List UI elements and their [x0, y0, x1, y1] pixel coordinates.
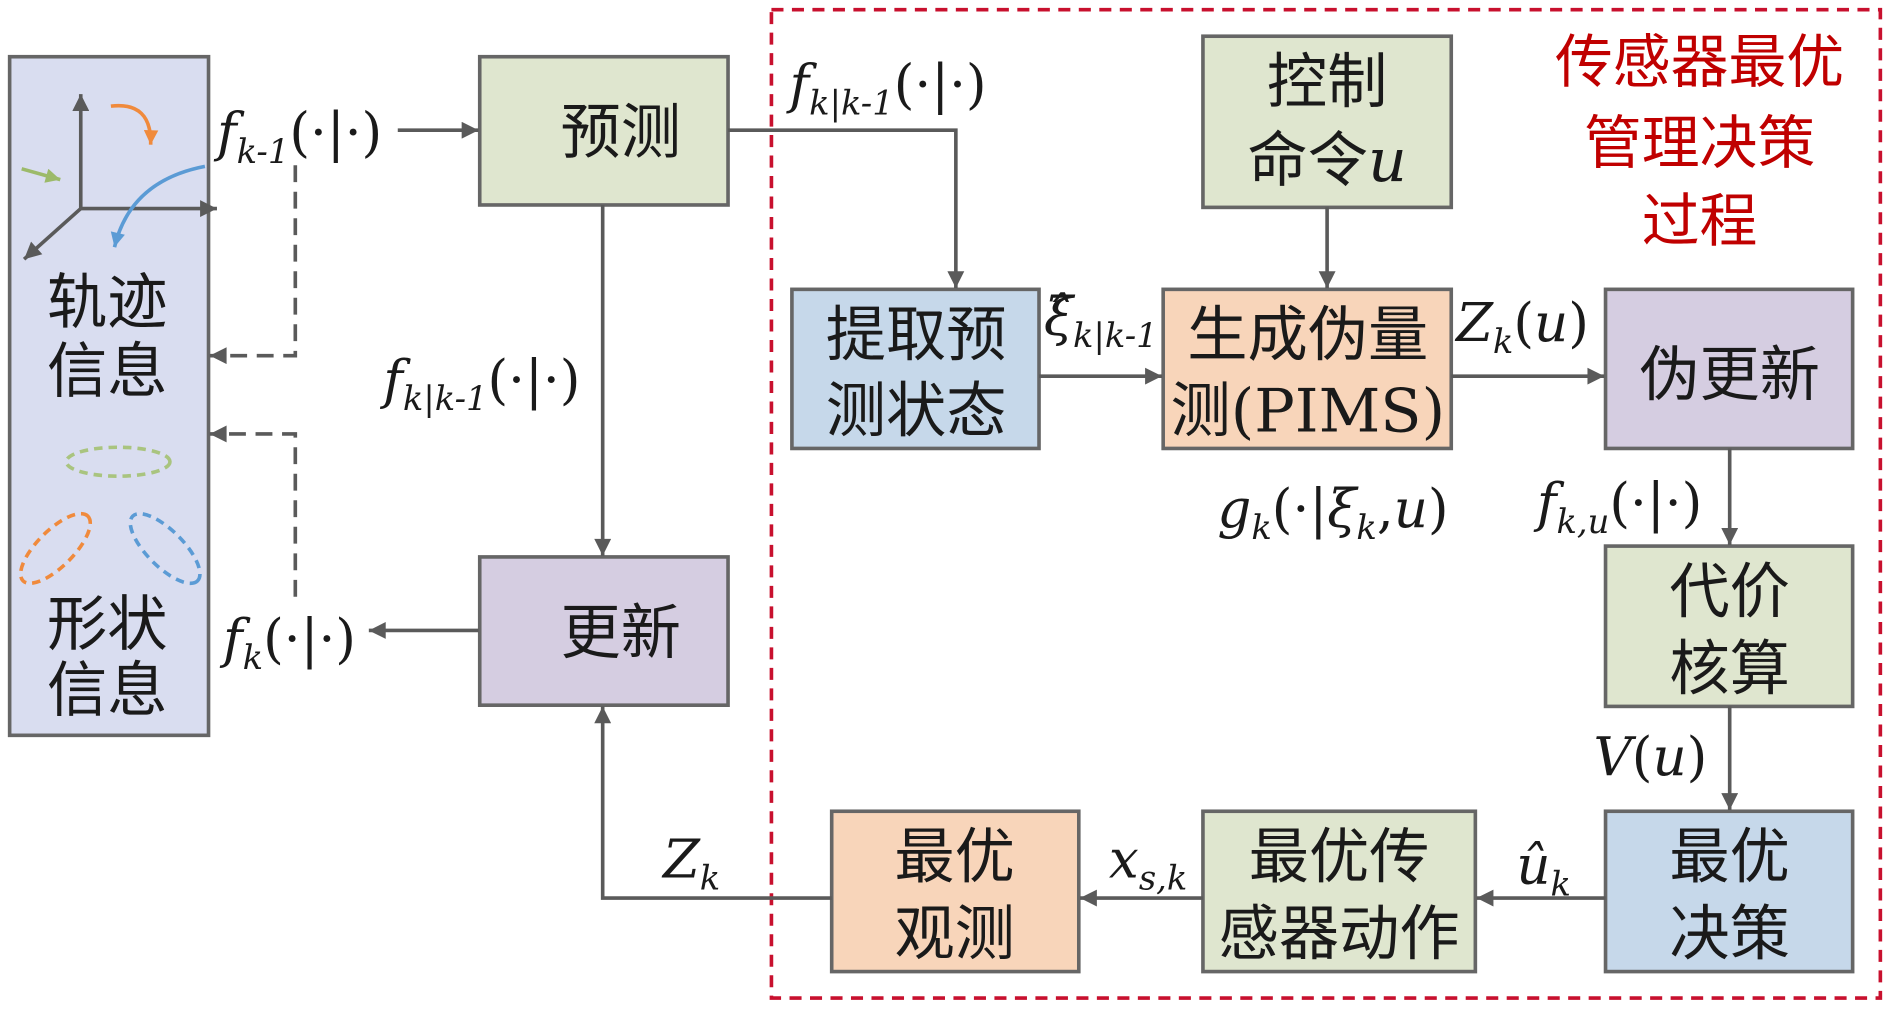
label-f-pred-top: fk|k-1(·|·) [786, 54, 987, 123]
label-f-pred-mid: fk|k-1(·|·) [379, 349, 580, 418]
pims-box [1161, 287, 1454, 451]
update-box [477, 555, 730, 707]
label-part: ( [1632, 726, 1653, 788]
pims-line2: 测(PIMS) [1171, 377, 1446, 447]
label-g-likelihood: gk(·|ξk,u) [1217, 478, 1448, 547]
label-part: g [1217, 478, 1251, 540]
label-part: Z [1454, 292, 1494, 354]
cost-line2: 核算 [1669, 635, 1790, 705]
cost-box [1603, 544, 1855, 709]
optimal-observation-box [829, 809, 1081, 974]
info-panel [7, 54, 211, 738]
label-subscript: s,k [1139, 859, 1188, 898]
decision-process-region [769, 7, 1883, 1000]
track-info-line1: 轨迹 [47, 268, 168, 338]
label-z-u: Zk(u) [1454, 292, 1589, 361]
dashed-arrow-fpost-to-panel [209, 425, 298, 597]
process-title-line1: 传感器最优 [1555, 28, 1844, 96]
label-part: Z [661, 829, 701, 891]
label-f-prev: fk-1(·|·) [213, 102, 382, 171]
label-subscript: k,u [1556, 502, 1609, 541]
pseudo-update-box [1603, 287, 1855, 451]
label-z-k: Zk [661, 829, 720, 898]
label-part: V [1593, 726, 1636, 788]
label-subscript: k|k-1 [403, 379, 488, 418]
track-info-line2: 信息 [47, 337, 168, 407]
label-subscript: k|k-1 [809, 84, 894, 123]
cost-line1: 代价 [1669, 557, 1790, 627]
orange-extent-ellipse-icon [18, 511, 93, 586]
optimal-sensor-action-box [1201, 809, 1478, 974]
label-subscript: k|k-1 [1073, 316, 1158, 355]
update-label: 更新 [561, 598, 682, 668]
label-part: x [1109, 829, 1139, 891]
green-motion-arrow-icon [21, 167, 61, 183]
label-part: u [1652, 726, 1686, 788]
pseudo-update-label: 伪更新 [1639, 340, 1820, 410]
label-cost-v: V(u) [1593, 726, 1707, 788]
label-subscript: k-1 [237, 132, 290, 171]
label-part: (·| [1272, 478, 1327, 540]
arrow-predict-to-extract [728, 128, 965, 289]
label-subscript: k [243, 638, 263, 677]
label-part: (·|·) [487, 349, 580, 411]
label-subscript: k [1356, 508, 1376, 547]
dashed-arrow-fprev-to-panel [209, 165, 298, 365]
control-command-line2: 命令u [1247, 126, 1406, 196]
predict-label: 预测 [561, 98, 682, 168]
extract-predicted-state-box [790, 287, 1041, 451]
label-x-sk: xs,k [1109, 829, 1187, 898]
control-command-text: 命令 [1247, 126, 1368, 196]
orange-turn-arrow-icon [110, 103, 159, 145]
extract-state-line2: 测状态 [826, 377, 1007, 447]
control-command-line1: 控制 [1267, 48, 1388, 118]
label-xi-pred: ξ̂k|k-1 [1044, 286, 1158, 355]
process-title-line2: 管理决策 [1584, 109, 1815, 177]
optimal-decision-box [1603, 809, 1855, 974]
label-part: ( [1513, 292, 1534, 354]
label-part: u [1394, 478, 1428, 540]
process-title-line3: 过程 [1642, 187, 1758, 255]
label-subscript: k [1550, 865, 1570, 904]
arrow-observe-to-update [594, 706, 832, 900]
label-part: (·|·) [263, 608, 356, 670]
label-part: ξ̂ [1044, 286, 1076, 348]
label-part: ξ [1327, 478, 1359, 540]
blue-extent-ellipse-icon [128, 511, 202, 586]
label-subscript: k [1251, 508, 1271, 547]
label-f-ku: fk,u(·|·) [1533, 472, 1702, 541]
action-line1: 最优传 [1249, 823, 1430, 893]
extract-state-line1: 提取预 [826, 301, 1007, 371]
label-part: ) [1428, 478, 1449, 540]
label-part: (·|·) [1609, 472, 1702, 534]
label-part: (·|·) [894, 54, 987, 116]
label-part: u [1534, 292, 1568, 354]
control-variable-u: u [1368, 126, 1407, 196]
shape-info-line1: 形状 [47, 590, 168, 660]
label-part: û [1516, 835, 1550, 897]
label-part: ) [1568, 292, 1589, 354]
label-u-hat: ûk [1516, 835, 1571, 904]
decision-line2: 决策 [1669, 900, 1790, 970]
green-extent-ellipse-icon [64, 445, 172, 478]
shape-info-line2: 信息 [47, 656, 168, 726]
observe-line1: 最优 [894, 823, 1015, 893]
pims-line1: 生成伪量 [1187, 301, 1428, 371]
label-subscript: k [1493, 322, 1513, 361]
label-part: , [1377, 478, 1394, 540]
blue-curve-arrow-icon [110, 164, 206, 248]
label-part: ) [1687, 726, 1708, 788]
decision-line1: 最优 [1669, 823, 1790, 893]
label-f-post: fk(·|·) [219, 608, 356, 677]
coordinate-axes-icon [22, 94, 217, 261]
label-subscript: k [700, 859, 720, 898]
label-part: (·|·) [289, 102, 382, 164]
observe-line2: 观测 [894, 900, 1015, 970]
action-line2: 感器动作 [1219, 900, 1460, 970]
